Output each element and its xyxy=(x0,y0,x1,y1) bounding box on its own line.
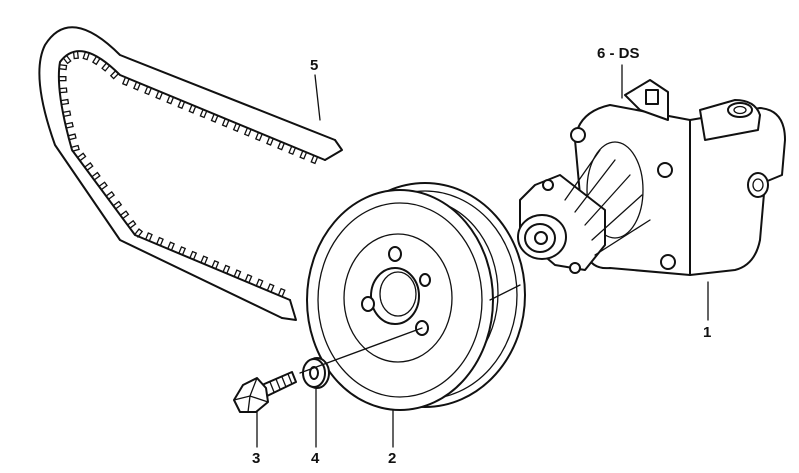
pulley-icon xyxy=(306,182,526,411)
belt-tooth xyxy=(144,85,152,96)
callout-part-6: 6 - DS xyxy=(597,45,640,62)
leader-lines xyxy=(256,64,709,448)
belt-tooth xyxy=(58,64,68,71)
belt-tooth xyxy=(101,62,111,72)
belt-tooth xyxy=(222,264,231,275)
callout-part-5: 5 xyxy=(310,57,318,74)
belt-tooth xyxy=(64,121,74,129)
belt-tooth xyxy=(91,55,101,66)
belt-tooth xyxy=(126,219,137,229)
belt-tooth xyxy=(91,171,101,181)
belt-tooth xyxy=(188,104,197,114)
belt-tooth xyxy=(299,150,308,160)
belt-tooth xyxy=(72,50,79,60)
belt-tooth xyxy=(119,210,130,220)
belt-tooth xyxy=(167,241,175,251)
belt-tooth xyxy=(277,287,286,298)
belt-tooth xyxy=(84,162,94,171)
belt-tooth xyxy=(189,250,198,261)
callout-part-1: 1 xyxy=(703,324,711,341)
belt-tooth xyxy=(221,117,230,128)
belt-tooth xyxy=(266,136,274,146)
belt-tooth xyxy=(243,127,252,137)
power-steering-pump-icon xyxy=(517,79,786,276)
belt-tooth xyxy=(310,154,319,165)
v-belt-icon xyxy=(38,26,343,321)
belt-tooth xyxy=(133,81,141,91)
belt-tooth xyxy=(244,273,253,284)
belt-tooth xyxy=(105,190,116,200)
belt-tooth xyxy=(121,76,130,87)
callout-part-4: 4 xyxy=(311,450,320,467)
assembly-axis-line xyxy=(299,327,423,374)
belt-tooth xyxy=(112,200,123,210)
belt-tooth xyxy=(62,54,72,65)
hex-bolt-icon xyxy=(233,371,297,413)
callout-part-3: 3 xyxy=(252,450,260,467)
belt-tooth xyxy=(98,181,108,191)
belt-tooth xyxy=(166,95,175,105)
belt-tooth xyxy=(233,269,242,279)
belt-tooth xyxy=(210,113,219,123)
belt-tooth xyxy=(58,75,67,82)
callout-part-2: 2 xyxy=(388,450,396,467)
belt-tooth xyxy=(232,122,241,133)
belt-tooth xyxy=(199,108,208,119)
belt-tooth xyxy=(177,99,186,110)
washer-icon xyxy=(302,357,330,389)
belt-tooth xyxy=(200,255,209,265)
belt-tooth xyxy=(134,228,144,238)
belt-tooth xyxy=(277,140,286,151)
belt-tooth xyxy=(60,98,70,106)
belt-tooth xyxy=(255,278,264,289)
belt-tooth xyxy=(62,110,72,117)
belt-tooth xyxy=(76,152,87,162)
belt-tooth xyxy=(288,145,297,156)
belt-tooth xyxy=(67,133,77,141)
belt-tooth xyxy=(58,87,68,94)
belt-tooth xyxy=(254,131,263,142)
belt-tooth xyxy=(144,232,153,242)
belt-tooth xyxy=(266,283,275,293)
belt-tooth xyxy=(109,70,120,80)
belt-tooth xyxy=(178,246,187,256)
belt-tooth xyxy=(211,259,220,270)
belt-tooth xyxy=(155,90,164,100)
assembly-axis-line-2 xyxy=(489,284,521,301)
belt-tooth xyxy=(70,144,80,152)
belt-tooth xyxy=(82,51,90,61)
belt-tooth xyxy=(156,236,164,247)
